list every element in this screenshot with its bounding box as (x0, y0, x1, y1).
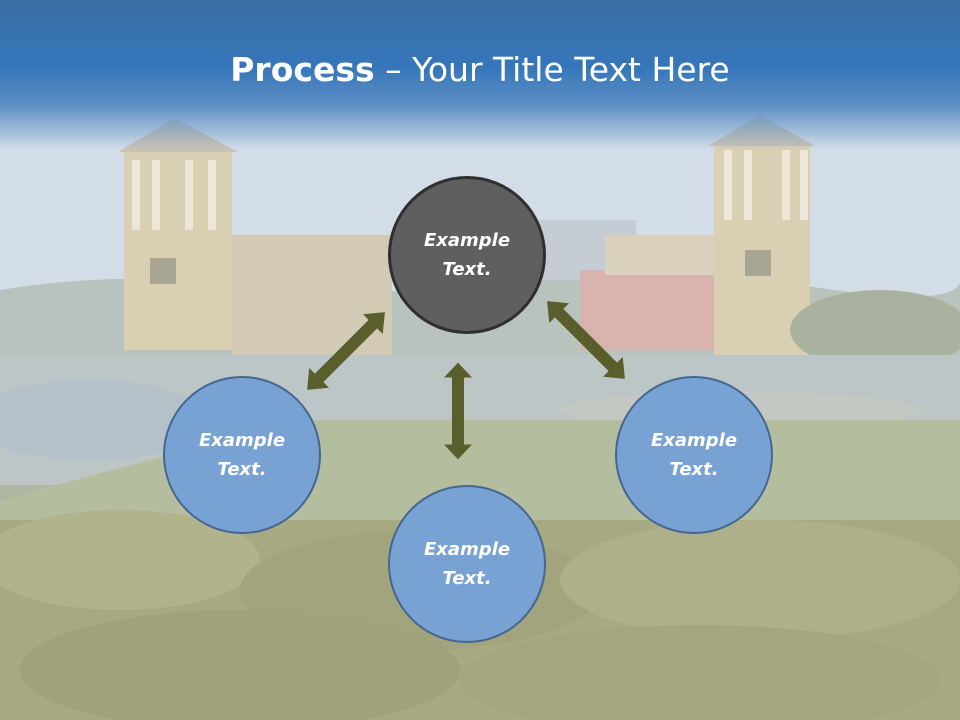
arrow-top-left (297, 302, 395, 400)
title-bold: Process (230, 50, 375, 89)
process-node-bottom[interactable]: Example Text. (388, 485, 546, 643)
title-bar (0, 0, 960, 150)
process-node-top[interactable]: Example Text. (388, 176, 546, 334)
arrow-vertical (444, 362, 472, 460)
title-rest: – Your Title Text Here (374, 50, 730, 89)
process-node-right[interactable]: Example Text. (615, 376, 773, 534)
arrow-top-right (537, 291, 635, 389)
slide-title: Process – Your Title Text Here (0, 50, 960, 89)
process-node-left[interactable]: Example Text. (163, 376, 321, 534)
